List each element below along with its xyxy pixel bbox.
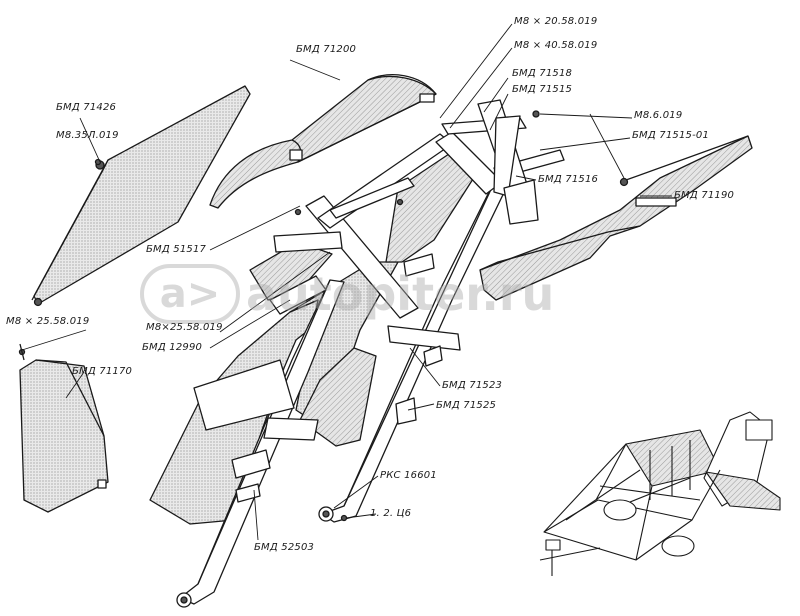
label-bmd71523: БМД 71523	[442, 380, 503, 391]
leader-lines	[21, 23, 672, 541]
panel-bmd71170	[19, 359, 109, 513]
label-bmd71426: БМД 71426	[56, 102, 117, 113]
label-m8-20: М8 × 20.58.019	[514, 16, 598, 27]
label-bmd71516: БМД 71516	[538, 174, 599, 185]
cover-bmd71200	[209, 74, 437, 209]
watermark-badge: a>	[140, 264, 240, 324]
label-bmd52503: БМД 52503	[254, 542, 315, 553]
label-m8-40: М8 × 40.58.019	[514, 40, 598, 51]
label-bmd71170: БМД 71170	[72, 366, 133, 377]
panel-bmd71426	[31, 85, 251, 307]
label-1-2-c6: 1. 2. Ц6	[370, 508, 412, 519]
label-m8-6: М8.6.019	[634, 110, 683, 121]
main-frame	[18, 99, 565, 608]
chute-bmd71190	[479, 135, 753, 301]
label-bmd71200: БМД 71200	[296, 44, 357, 55]
label-rks16601: РКС 16601	[380, 470, 437, 481]
label-bmd12990: БМД 12990	[142, 342, 203, 353]
label-m8-35l: М8.35Л.019	[56, 130, 119, 141]
watermark-text: autopiter.ru	[246, 267, 555, 321]
label-bmd71518: БМД 71518	[512, 68, 573, 79]
inset-assembly-view	[539, 411, 781, 576]
label-bmd51517: БМД 51517	[146, 244, 207, 255]
label-m8-25-center: М8×25.58.019	[146, 322, 223, 333]
label-m8-25-left: М8 × 25.58.019	[6, 316, 90, 327]
label-bmd71525: БМД 71525	[436, 400, 497, 411]
label-bmd71515-01: БМД 71515-01	[632, 130, 710, 141]
watermark: a> autopiter.ru	[140, 262, 554, 326]
label-bmd71190: БМД 71190	[674, 190, 735, 201]
label-bmd71515: БМД 71515	[512, 84, 573, 95]
